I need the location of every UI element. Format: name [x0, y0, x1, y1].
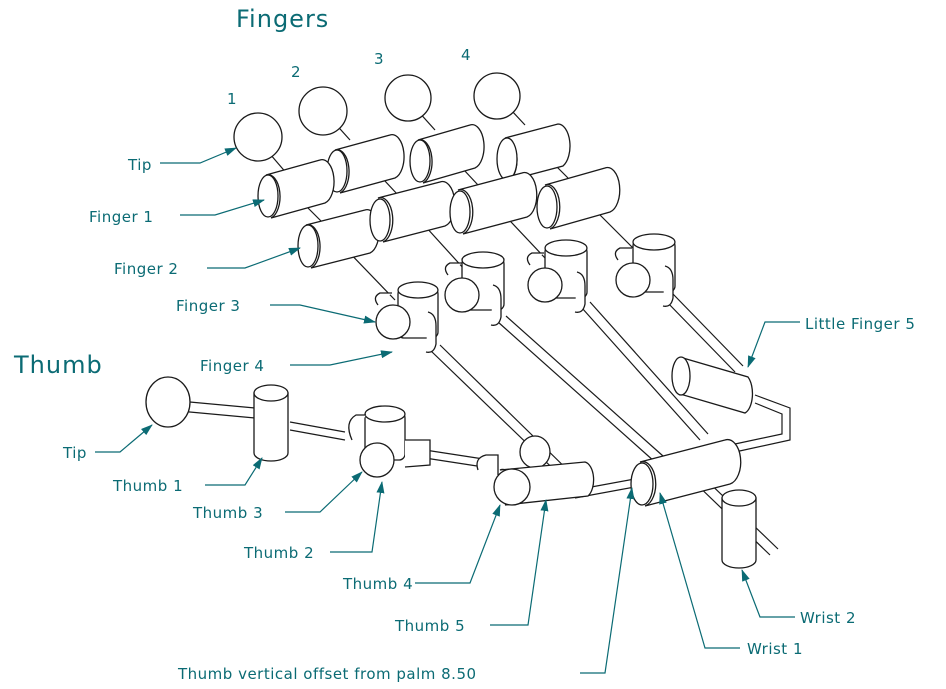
label-thumb-offset: Thumb vertical offset from palm 8.50 [177, 665, 477, 683]
label-wrist-2: Wrist 2 [800, 609, 856, 627]
joint-3 [526, 239, 588, 313]
finger-number-2: 2 [291, 63, 301, 81]
label-thumb-2: Thumb 2 [243, 544, 314, 562]
label-thumb-4: Thumb 4 [342, 575, 413, 593]
label-wrist-1: Wrist 1 [747, 640, 803, 658]
label-thumb-1: Thumb 1 [112, 477, 183, 495]
heading-thumb: Thumb [13, 351, 103, 379]
finger-number-4: 4 [461, 46, 471, 64]
finger-parts [233, 72, 757, 569]
label-finger-1: Finger 1 [89, 208, 153, 226]
labels: Fingers Thumb 1 2 3 4 Tip Finger 1 Finge… [13, 5, 915, 683]
label-little-finger-5: Little Finger 5 [805, 315, 915, 333]
finger-number-3: 3 [374, 50, 384, 68]
label-thumb-5: Thumb 5 [394, 617, 465, 635]
joint-4 [614, 233, 676, 307]
label-thumb-tip: Tip [62, 444, 87, 462]
joint-1 [374, 281, 439, 353]
joint-2 [444, 251, 505, 326]
thumb-parts [145, 376, 595, 506]
label-finger-3: Finger 3 [176, 297, 240, 315]
thumb-joint-2 [476, 435, 595, 506]
heading-fingers: Fingers [236, 5, 329, 33]
label-finger-4: Finger 4 [200, 357, 264, 375]
leader-lines [95, 147, 800, 674]
thumb-joint [348, 405, 431, 478]
label-finger-2: Finger 2 [114, 260, 178, 278]
label-finger-tip: Tip [127, 156, 152, 174]
finger-number-1: 1 [227, 90, 237, 108]
label-thumb-3: Thumb 3 [192, 504, 263, 522]
